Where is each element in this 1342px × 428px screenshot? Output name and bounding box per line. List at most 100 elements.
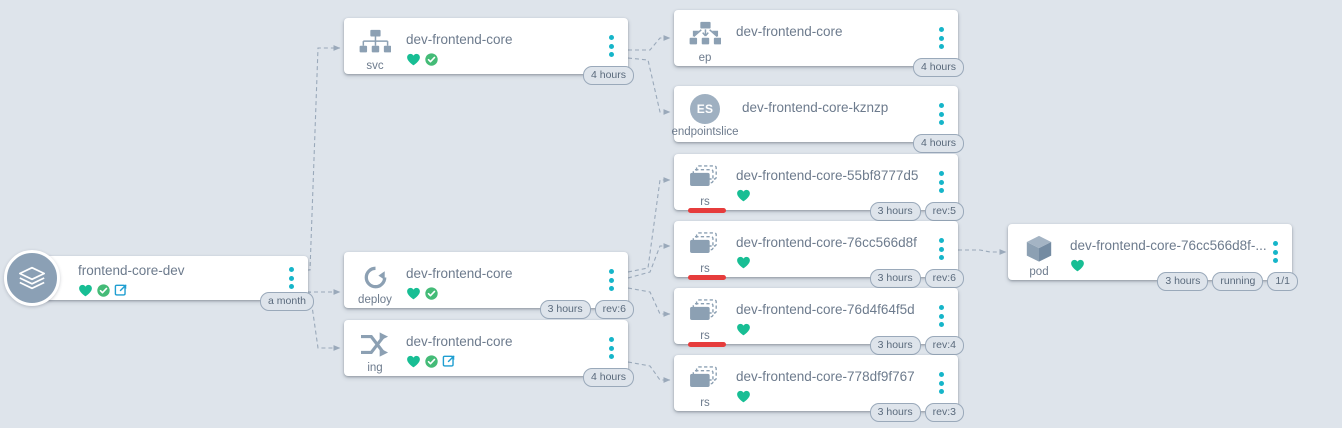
svc-kebab-menu[interactable] [604, 35, 618, 57]
age-pill: 4 hours [912, 134, 964, 153]
sync-check-icon [424, 286, 439, 301]
ing-kebab-menu[interactable] [604, 337, 618, 359]
ing-title: dev-frontend-core [406, 334, 513, 349]
rs-kebab-menu[interactable] [934, 372, 948, 394]
rs-title: dev-frontend-core-76cc566d8f [736, 235, 917, 250]
rs-body: dev-frontend-core-778df9f767 [736, 355, 958, 404]
rs-body: dev-frontend-core-55bf8777d5 [736, 154, 958, 203]
rs-title: dev-frontend-core-778df9f767 [736, 369, 915, 384]
revision-pill: rev:3 [924, 403, 964, 422]
rs-kind-label: rs [700, 263, 710, 275]
phase-pill: running [1212, 272, 1264, 291]
app-root-kebab-menu[interactable] [284, 267, 298, 289]
rs-pills: 3 hours rev:3 [869, 403, 964, 422]
node-ing-dev-frontend-core[interactable]: ing dev-frontend-core 4 hours [344, 320, 634, 387]
rs-status-icons [736, 187, 958, 203]
node-rs-76d4f64f5d[interactable]: rs dev-frontend-core-76d4f64f5d 3 hours … [674, 288, 964, 355]
endpointslice-body: dev-frontend-core-kznzp [736, 86, 958, 116]
node-ep-dev-frontend-core[interactable]: ep dev-frontend-core 4 hours [674, 10, 964, 77]
es-badge-icon: ES [690, 93, 720, 125]
health-heart-icon [78, 283, 93, 298]
endpointslice-kebab-menu[interactable] [934, 103, 948, 125]
ing-status-icons [406, 353, 628, 369]
app-root-title: frontend-core-dev [78, 263, 185, 278]
svc-pills: 4 hours [582, 66, 634, 85]
node-rs-76cc566d8f[interactable]: rs dev-frontend-core-76cc566d8f 3 hours … [674, 221, 964, 288]
app-root-card[interactable]: frontend-core-dev a month [32, 256, 314, 311]
service-hierarchy-icon [359, 27, 391, 59]
health-heart-icon [736, 188, 751, 203]
deploy-status-icons [406, 285, 628, 301]
health-heart-icon [736, 322, 751, 337]
pod-kebab-menu[interactable] [1268, 241, 1282, 263]
endpointslice-title: dev-frontend-core-kznzp [742, 100, 889, 115]
ep-kebab-menu[interactable] [934, 27, 948, 49]
rs-status-icons [736, 321, 958, 337]
age-pill: 3 hours [869, 336, 921, 355]
rs-kebab-menu[interactable] [934, 171, 948, 193]
rs-kebab-menu[interactable] [934, 305, 948, 327]
node-rs-55bf8777d5[interactable]: rs dev-frontend-core-55bf8777d5 3 hours … [674, 154, 964, 221]
rs-icon-box: rs [674, 355, 736, 409]
es-badge-text: ES [690, 94, 720, 124]
rs-title: dev-frontend-core-55bf8777d5 [736, 168, 919, 183]
age-pill: 3 hours [869, 202, 921, 221]
deploy-icon-box: deploy [344, 252, 406, 306]
endpointslice-kind-label: endpointslice [671, 126, 739, 138]
pod-title: dev-frontend-core-76cc566d8f-... [1070, 238, 1267, 253]
pod-cube-icon [1024, 233, 1054, 265]
revision-pill: rev:6 [924, 269, 964, 288]
rs-icon-box: rs [674, 288, 736, 342]
app-root-text: frontend-core-dev [78, 263, 191, 298]
health-heart-icon [406, 354, 421, 369]
external-link-icon[interactable] [442, 354, 456, 368]
degraded-indicator-bar [688, 342, 726, 347]
endpointslice-pills: 4 hours [912, 134, 964, 153]
deploy-title: dev-frontend-core [406, 266, 513, 281]
pod-status-icons [1070, 257, 1292, 273]
external-link-icon[interactable] [114, 283, 128, 297]
health-heart-icon [736, 389, 751, 404]
ep-body: dev-frontend-core [736, 10, 958, 40]
health-heart-icon [736, 255, 751, 270]
age-pill: 3 hours [869, 403, 921, 422]
rs-pills: 3 hours rev:6 [869, 269, 964, 288]
pod-body: dev-frontend-core-76cc566d8f-... [1070, 224, 1292, 273]
sync-check-icon [96, 283, 111, 298]
replicaset-stack-icon [688, 163, 722, 195]
app-root-node[interactable]: frontend-core-dev a month [4, 250, 314, 311]
age-pill: 4 hours [582, 66, 634, 85]
age-pill: a month [260, 292, 314, 311]
node-deploy-dev-frontend-core[interactable]: deploy dev-frontend-core 3 hours rev:6 [344, 252, 634, 319]
node-endpointslice-kznzp[interactable]: ES endpointslice dev-frontend-core-kznzp… [671, 86, 964, 153]
pod-kind-label: pod [1029, 266, 1049, 278]
replicaset-stack-icon [688, 364, 722, 396]
ready-pill: 1/1 [1267, 272, 1298, 291]
deploy-body: dev-frontend-core [406, 252, 628, 301]
ingress-shuffle-icon [359, 329, 391, 361]
ing-pills: 4 hours [582, 368, 634, 387]
deploy-kebab-menu[interactable] [604, 269, 618, 291]
replicaset-stack-icon [688, 297, 722, 329]
endpointslice-icon-box: ES endpointslice [671, 86, 739, 138]
rs-status-icons [736, 388, 958, 404]
ep-kind-label: ep [698, 52, 712, 64]
health-heart-icon [406, 52, 421, 67]
rs-kind-label: rs [700, 330, 710, 342]
rs-kebab-menu[interactable] [934, 238, 948, 260]
sync-check-icon [424, 52, 439, 67]
ing-icon-box: ing [344, 320, 406, 374]
app-root-status-icons [78, 282, 191, 298]
sync-check-icon [424, 354, 439, 369]
svc-title: dev-frontend-core [406, 32, 513, 47]
svc-icon-box: svc [344, 18, 406, 72]
rs-pills: 3 hours rev:5 [869, 202, 964, 221]
ep-pills: 4 hours [912, 58, 964, 77]
node-pod-76cc566d8f[interactable]: pod dev-frontend-core-76cc566d8f-... 3 h… [1008, 224, 1298, 291]
ep-title: dev-frontend-core [736, 24, 843, 39]
node-rs-778df9f767[interactable]: rs dev-frontend-core-778df9f767 3 hours … [674, 355, 964, 422]
node-svc-dev-frontend-core[interactable]: svc dev-frontend-core 4 hours [344, 18, 634, 85]
degraded-indicator-bar [688, 275, 726, 280]
health-heart-icon [1070, 258, 1085, 273]
